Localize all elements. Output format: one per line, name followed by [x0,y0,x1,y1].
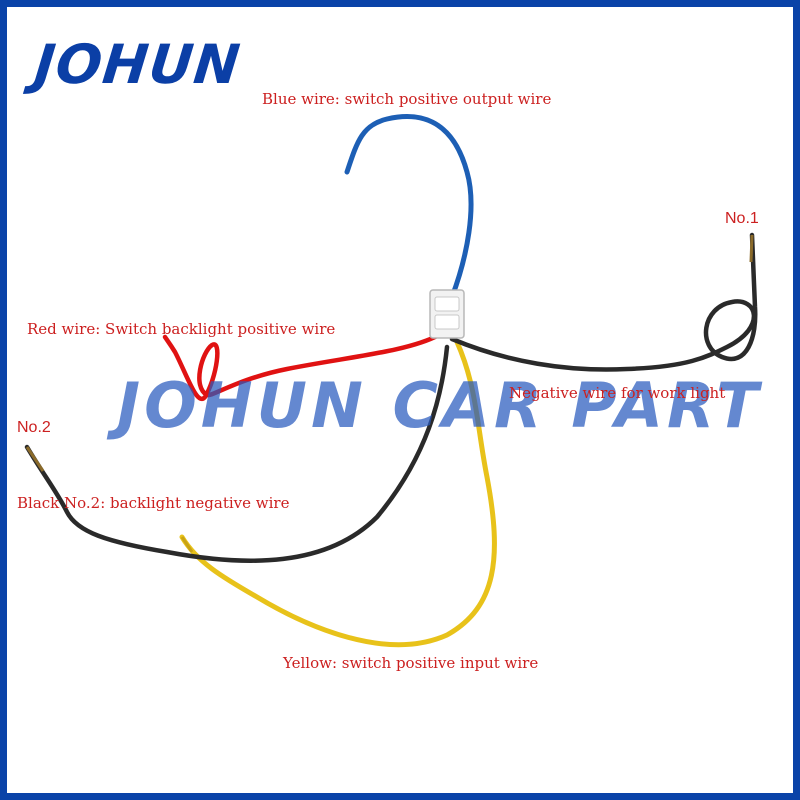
wiring-harness-illustration [24,114,758,648]
yellow-terminal [180,536,194,553]
no2-label: No.2 [17,419,51,436]
red-wire-label: Red wire: Switch backlight positive wire [27,320,336,338]
brand-logo: JOHUN [31,33,244,96]
yellow-wire [179,339,497,648]
blue-wire [344,114,474,300]
black-wire-label: Black No.2: backlight negative wire [17,494,290,512]
yellow-wire-label: Yellow: switch positive input wire [283,654,539,672]
negative-wire-label: Negative wire for work light [509,384,726,402]
no1-terminal [749,234,754,263]
red-wire [162,332,442,402]
black-wire-no1 [449,232,758,372]
connector [429,289,465,339]
blue-wire-label: Blue wire: switch positive output wire [262,90,552,108]
watermark: JOHUN CAR PART [117,369,763,442]
no1-label: No.1 [725,210,759,227]
black-wire-no2 [24,344,450,563]
no2-terminal [25,446,45,472]
